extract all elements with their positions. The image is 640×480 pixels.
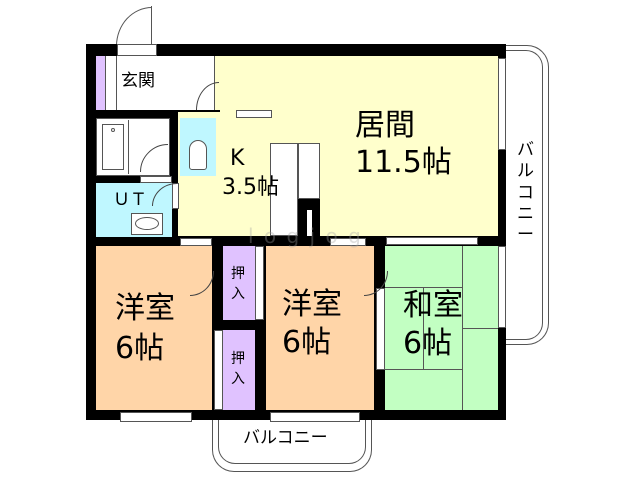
western-room-1-name: 洋室 (115, 291, 175, 326)
kitchen-size: 3.5帖 (222, 175, 279, 200)
window (117, 44, 157, 56)
entrance-shoebox (96, 56, 106, 110)
bathtub-drain (111, 128, 115, 132)
bath-divider (128, 120, 129, 174)
western-room-1 (96, 246, 212, 410)
bathtub (102, 124, 124, 170)
western-room-2-size: 6帖 (282, 325, 332, 360)
door-opening (330, 238, 366, 246)
western-room-1-size: 6帖 (115, 331, 165, 366)
tatami-line (423, 287, 424, 369)
closet-2 (223, 330, 255, 410)
kitchen-wall-gap (307, 210, 312, 236)
entrance-step-line (116, 56, 117, 110)
door-opening (386, 237, 478, 245)
kitchen-counter (270, 143, 298, 236)
living-room-size: 11.5帖 (355, 145, 452, 180)
closet-2-label: 押入 (231, 351, 245, 387)
door-opening (236, 110, 272, 118)
balcony-east-inner (505, 50, 543, 340)
watermark: l o g j o g (248, 224, 363, 248)
closet-door (255, 246, 264, 320)
japanese-room-size: 6帖 (403, 326, 453, 361)
door-opening (180, 238, 212, 246)
closet-1-label: 押入 (231, 266, 245, 302)
balcony-east (505, 45, 549, 345)
balcony-south-inner (218, 418, 366, 464)
sliding-door (376, 288, 385, 370)
entrance-label: 玄関 (121, 71, 155, 91)
toilet-icon (189, 140, 207, 170)
tatami-line (462, 328, 498, 329)
japanese-room-name: 和室 (403, 288, 463, 323)
door-opening (140, 176, 172, 183)
closet-1 (223, 246, 255, 320)
balcony-east-label: バルコニー (517, 140, 534, 245)
window-east-living (498, 58, 506, 150)
window-east-japanese (498, 246, 506, 328)
utility-label: ＵＴ (113, 190, 147, 210)
balcony-south-label: バルコニー (243, 428, 328, 448)
refrigerator (298, 143, 320, 199)
balcony-south (212, 418, 372, 472)
tatami-line (385, 369, 462, 370)
kitchen-name: K (230, 146, 245, 171)
window-south-w1 (120, 412, 192, 422)
window-south-w2 (270, 412, 360, 422)
living-room-name: 居間 (355, 108, 415, 143)
western-room-2-name: 洋室 (282, 287, 342, 322)
closet-door (214, 330, 223, 410)
washbasin-bowl (135, 217, 159, 230)
western-room-2 (266, 246, 374, 410)
